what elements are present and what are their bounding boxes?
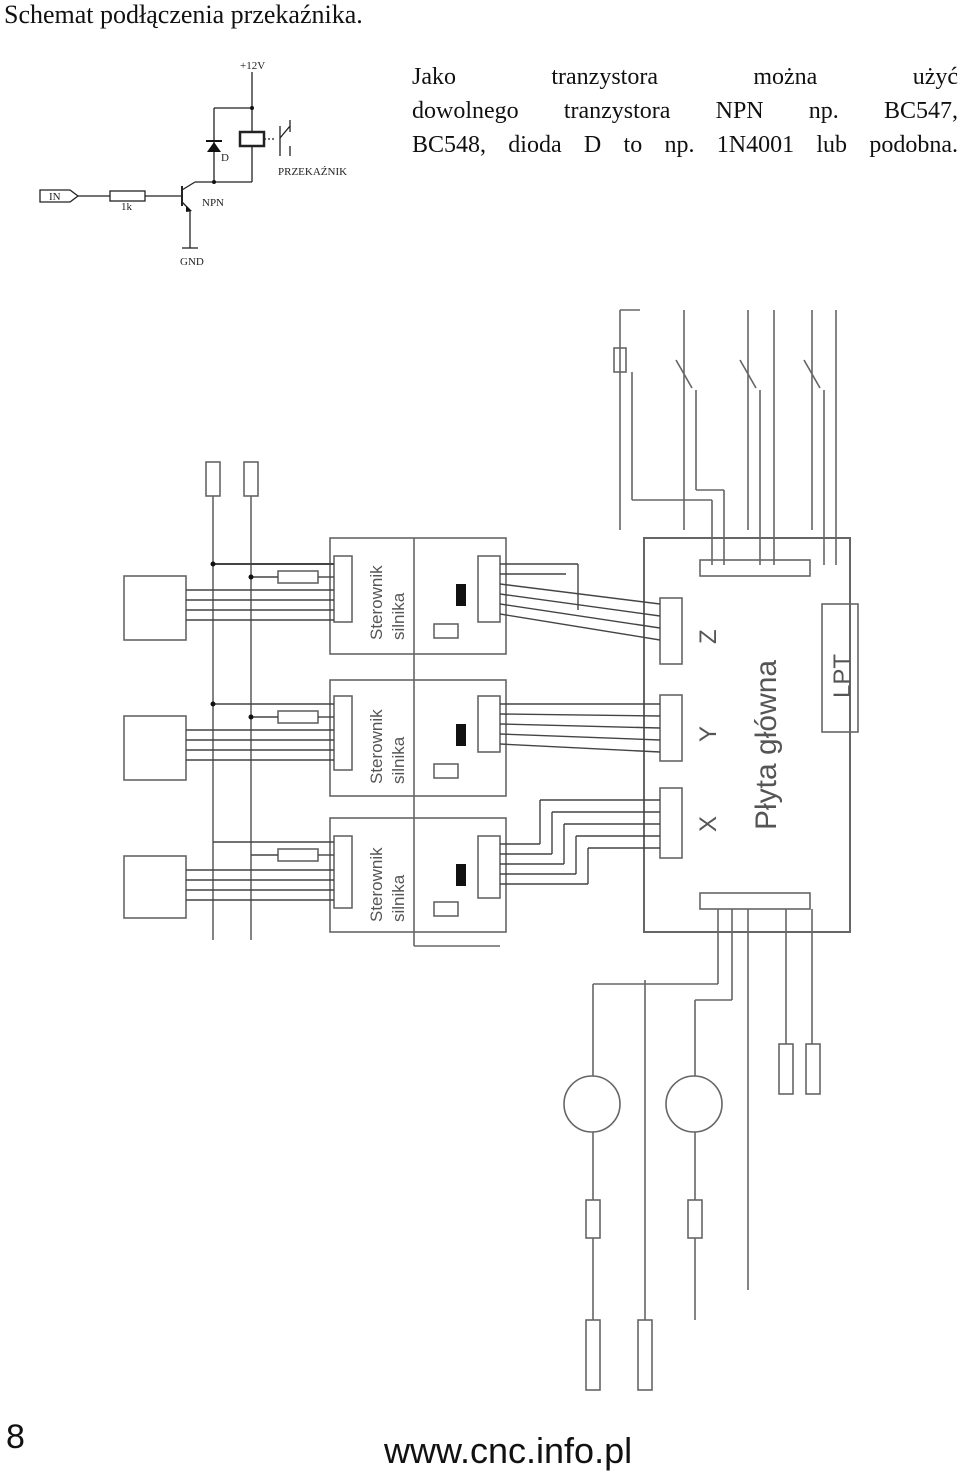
- spindle-motor: [563, 1075, 621, 1133]
- driver-2-label-line2: silnika: [389, 736, 408, 784]
- note-line-2: dowolnego tranzystora NPN np. BC547,: [412, 98, 958, 124]
- coolant-pump-motor: [665, 1075, 723, 1133]
- ground-label: GND: [180, 256, 204, 268]
- transistor-label: NPN: [202, 197, 224, 209]
- page-number: 8: [6, 1418, 25, 1456]
- power-tag-right: [637, 1319, 653, 1391]
- driver-3-label-line2: silnika: [389, 874, 408, 922]
- axis-z-label: Z: [695, 629, 722, 644]
- page-title: Schemat podłączenia przekaźnika.: [4, 0, 363, 29]
- jumper-3: [456, 864, 466, 886]
- jumper-2: [456, 724, 466, 746]
- supply-label: +12V: [240, 60, 265, 72]
- transistor-note: Jako tranzystora można użyć dowolnego tr…: [412, 60, 958, 162]
- resistor-driver-1: [277, 570, 319, 584]
- motor-driver-2: [329, 679, 507, 797]
- board-connector-top: [699, 559, 811, 577]
- stepper-motor-1: [123, 575, 187, 641]
- connector-z: [659, 597, 683, 665]
- driver-3-label-line1: Sterownik: [367, 847, 386, 922]
- tag-bottom-2: [805, 1043, 821, 1095]
- driver-1-label-line1: Sterownik: [367, 565, 386, 640]
- power-tag-left: [585, 1319, 601, 1391]
- driver-2-label-line1: Sterownik: [367, 709, 386, 784]
- cnc-wiring-diagram: Sterownik silnika Sterownik silnika Ster…: [123, 309, 859, 1391]
- input-tag: [39, 189, 80, 203]
- main-board: [643, 537, 851, 933]
- relay-label: PRZEKAŹNIK: [278, 166, 347, 178]
- limit-switch-x: [675, 359, 693, 389]
- note-line-3: BC548, dioda D to np. 1N4001 lub podobna…: [412, 132, 958, 158]
- diode-label: D: [221, 152, 229, 164]
- lpt-label: LPT: [829, 654, 856, 698]
- resistor-driver-3: [277, 848, 319, 862]
- board-connector-bottom: [699, 892, 811, 910]
- diode: [206, 140, 222, 152]
- resistor-driver-2: [277, 710, 319, 724]
- relay-schematic: +12V D PRZEKAŹNIK IN 1k NPN GND: [39, 60, 347, 268]
- footer-url[interactable]: www.cnc.info.pl: [384, 1430, 633, 1471]
- resistor-label: 1k: [121, 201, 133, 213]
- motor-driver-1: [329, 537, 507, 655]
- v12-tag: [243, 461, 259, 497]
- driver-1-label-line2: silnika: [389, 592, 408, 640]
- jumper-1: [456, 584, 466, 606]
- limit-switch-z: [803, 359, 821, 389]
- note-line-1: Jako tranzystora można użyć: [412, 64, 958, 90]
- axis-y-label: Y: [695, 726, 722, 742]
- gnd-tag: [205, 461, 221, 497]
- connector-y: [659, 694, 683, 762]
- axis-x-label: X: [695, 816, 722, 832]
- stepper-motor-2: [123, 715, 187, 781]
- switch-body: [613, 347, 627, 373]
- lpt-port: [821, 603, 859, 733]
- input-label: IN: [49, 191, 61, 203]
- tag-bottom-1: [778, 1043, 794, 1095]
- stepper-motor-3: [123, 855, 187, 919]
- connector-x: [659, 787, 683, 859]
- limit-switch-y: [739, 359, 757, 389]
- mainboard-label: Płyta główna: [750, 660, 783, 830]
- motor-driver-3: [329, 817, 507, 933]
